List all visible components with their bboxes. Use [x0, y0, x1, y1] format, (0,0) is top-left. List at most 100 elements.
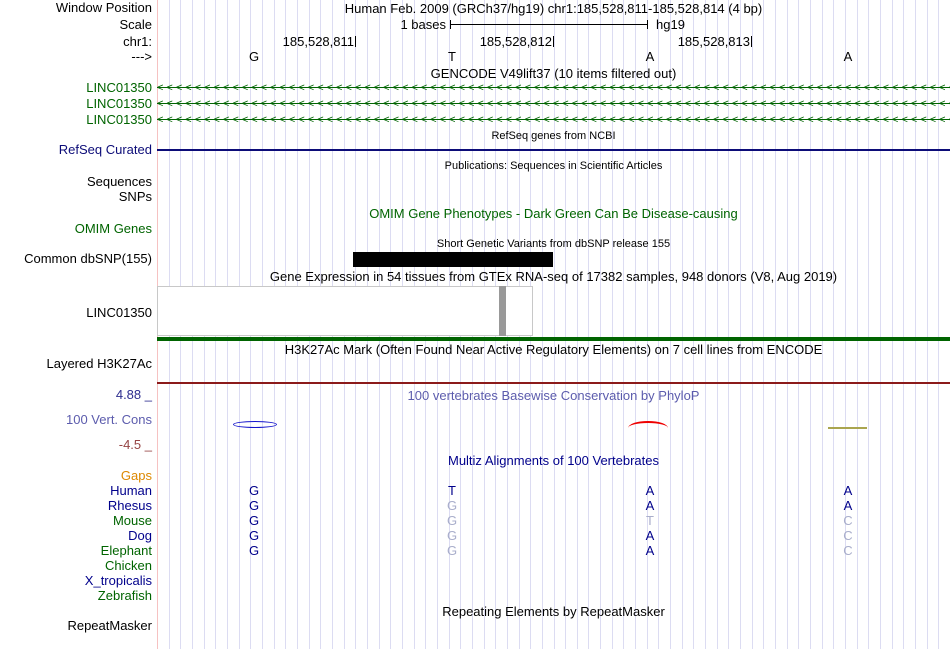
track-title-short-genetic-variants-from-dbsnp-releas: Short Genetic Variants from dbSNP releas…	[436, 238, 671, 250]
reference-base: G	[248, 49, 260, 64]
track-label-snps[interactable]: SNPs	[118, 189, 152, 204]
alignment-base-elephant: G	[248, 543, 260, 558]
guideline	[635, 0, 637, 649]
alignment-base-rhesus: A	[843, 498, 853, 513]
gene-intron-line	[157, 87, 950, 88]
track-title-multiz-alignments-of-100-vertebrates: Multiz Alignments of 100 Vertebrates	[447, 453, 659, 468]
track-title-gene-expression-in-54-tissues-from-gtex-: Gene Expression in 54 tissues from GTEx …	[269, 269, 838, 284]
guideline	[763, 0, 765, 649]
track-label-human[interactable]: Human	[110, 483, 152, 498]
alignment-base-human: A	[843, 483, 853, 498]
guideline	[821, 0, 823, 649]
guideline	[775, 0, 777, 649]
guideline	[716, 0, 718, 649]
track-label-x-tropicalis[interactable]: X_tropicalis	[84, 573, 152, 588]
guideline	[611, 0, 613, 649]
reverse-strand-arrows: <<<<<<<<<<<<<<<<<<<<<<<<<<<<<<<<<<<<<<<<…	[157, 114, 950, 126]
alignment-base-human: T	[448, 483, 456, 498]
track-label-linc01350[interactable]: LINC01350	[86, 80, 152, 95]
guideline	[705, 0, 707, 649]
refseq-curated-line[interactable]	[157, 149, 950, 151]
track-label-zebrafish[interactable]: Zebrafish	[97, 588, 152, 603]
reverse-strand-arrows: <<<<<<<<<<<<<<<<<<<<<<<<<<<<<<<<<<<<<<<<…	[157, 98, 950, 110]
track-label-layered-h3k27ac[interactable]: Layered H3K27Ac	[46, 356, 152, 371]
assembly-label: hg19	[656, 17, 685, 32]
phylop-positive-peak	[233, 421, 277, 428]
gtex-expression-bar	[499, 286, 506, 336]
track-label-4-88[interactable]: 4.88 _	[115, 387, 152, 402]
track-label-100-vert-cons[interactable]: 100 Vert. Cons	[66, 412, 152, 427]
reverse-strand-arrows: <<<<<<<<<<<<<<<<<<<<<<<<<<<<<<<<<<<<<<<<…	[157, 82, 950, 94]
track-label-[interactable]: --->	[131, 49, 152, 64]
position-label: 185,528,811	[282, 34, 354, 49]
guideline	[751, 0, 753, 649]
alignment-base-dog: G	[248, 528, 260, 543]
guideline	[670, 0, 672, 649]
position-tick	[751, 36, 752, 47]
position-tick	[553, 36, 554, 47]
track-label-repeatmasker[interactable]: RepeatMasker	[67, 618, 152, 633]
track-title-refseq-genes-from-ncbi: RefSeq genes from NCBI	[491, 130, 616, 142]
alignment-base-rhesus: A	[645, 498, 655, 513]
dbsnp-variant-box[interactable]	[353, 252, 553, 267]
phylop-low-signal	[828, 427, 867, 429]
gene-line-linc01350[interactable]: <<<<<<<<<<<<<<<<<<<<<<<<<<<<<<<<<<<<<<<<…	[157, 98, 950, 110]
guideline	[693, 0, 695, 649]
track-label-gaps[interactable]: Gaps	[120, 468, 152, 483]
guideline	[576, 0, 578, 649]
track-label-linc01350[interactable]: LINC01350	[86, 112, 152, 127]
track-title-h3k27ac-mark-often-found-near-active-reg: H3K27Ac Mark (Often Found Near Active Re…	[284, 342, 823, 357]
alignment-base-dog: A	[645, 528, 655, 543]
reference-base: A	[843, 49, 853, 64]
track-label-chr1[interactable]: chr1:	[123, 34, 152, 49]
scale-value-label: 1 bases	[400, 17, 446, 32]
track-label-linc01350[interactable]: LINC01350	[86, 305, 152, 320]
guideline	[786, 0, 788, 649]
guideline	[868, 0, 870, 649]
guideline	[646, 0, 648, 649]
alignment-base-mouse: G	[248, 513, 260, 528]
scale-bar-right-tick	[647, 20, 648, 29]
guideline	[891, 0, 893, 649]
gtex-expression-box[interactable]	[157, 286, 533, 336]
track-label-refseq-curated[interactable]: RefSeq Curated	[58, 142, 152, 157]
guideline	[553, 0, 555, 649]
guideline	[600, 0, 602, 649]
alignment-base-human: A	[645, 483, 655, 498]
track-title-100-vertebrates-basewise-conservation-by: 100 vertebrates Basewise Conservation by…	[407, 388, 700, 403]
guideline	[541, 0, 543, 649]
track-label-chicken[interactable]: Chicken	[105, 558, 152, 573]
track-label-dog[interactable]: Dog	[128, 528, 152, 543]
guideline	[880, 0, 882, 649]
track-label-linc01350[interactable]: LINC01350	[86, 96, 152, 111]
track-label-scale[interactable]: Scale	[119, 17, 152, 32]
alignment-base-mouse: G	[446, 513, 458, 528]
alignment-base-mouse: T	[646, 513, 654, 528]
guideline	[565, 0, 567, 649]
alignment-base-elephant: C	[843, 543, 853, 558]
position-label: 185,528,813	[677, 34, 750, 49]
track-label-rhesus[interactable]: Rhesus	[107, 498, 152, 513]
alignment-base-elephant: G	[446, 543, 458, 558]
guideline	[856, 0, 858, 649]
gene-line-linc01350[interactable]: <<<<<<<<<<<<<<<<<<<<<<<<<<<<<<<<<<<<<<<<…	[157, 82, 950, 94]
track-label-common-dbsnp-155[interactable]: Common dbSNP(155)	[24, 251, 152, 266]
gtex-gene-line[interactable]	[157, 337, 950, 341]
guideline	[810, 0, 812, 649]
alignment-base-dog: G	[446, 528, 458, 543]
track-label-elephant[interactable]: Elephant	[100, 543, 152, 558]
gene-line-linc01350[interactable]: <<<<<<<<<<<<<<<<<<<<<<<<<<<<<<<<<<<<<<<<…	[157, 114, 950, 126]
track-label-mouse[interactable]: Mouse	[112, 513, 152, 528]
track-label-window-position[interactable]: Window Position	[55, 0, 152, 15]
track-title-omim-gene-phenotypes-dark-green-can-be-d: OMIM Gene Phenotypes - Dark Green Can Be…	[369, 206, 738, 221]
track-label-omim-genes[interactable]: OMIM Genes	[74, 221, 152, 236]
track-label-4-5[interactable]: -4.5 _	[118, 437, 152, 452]
alignment-base-dog: C	[843, 528, 853, 543]
track-title-repeating-elements-by-repeatmasker: Repeating Elements by RepeatMasker	[442, 604, 665, 619]
position-label: 185,528,812	[479, 34, 552, 49]
alignment-base-elephant: A	[645, 543, 655, 558]
h3k27ac-baseline[interactable]	[157, 382, 950, 384]
guideline	[728, 0, 730, 649]
track-label-sequences[interactable]: Sequences	[86, 174, 152, 189]
